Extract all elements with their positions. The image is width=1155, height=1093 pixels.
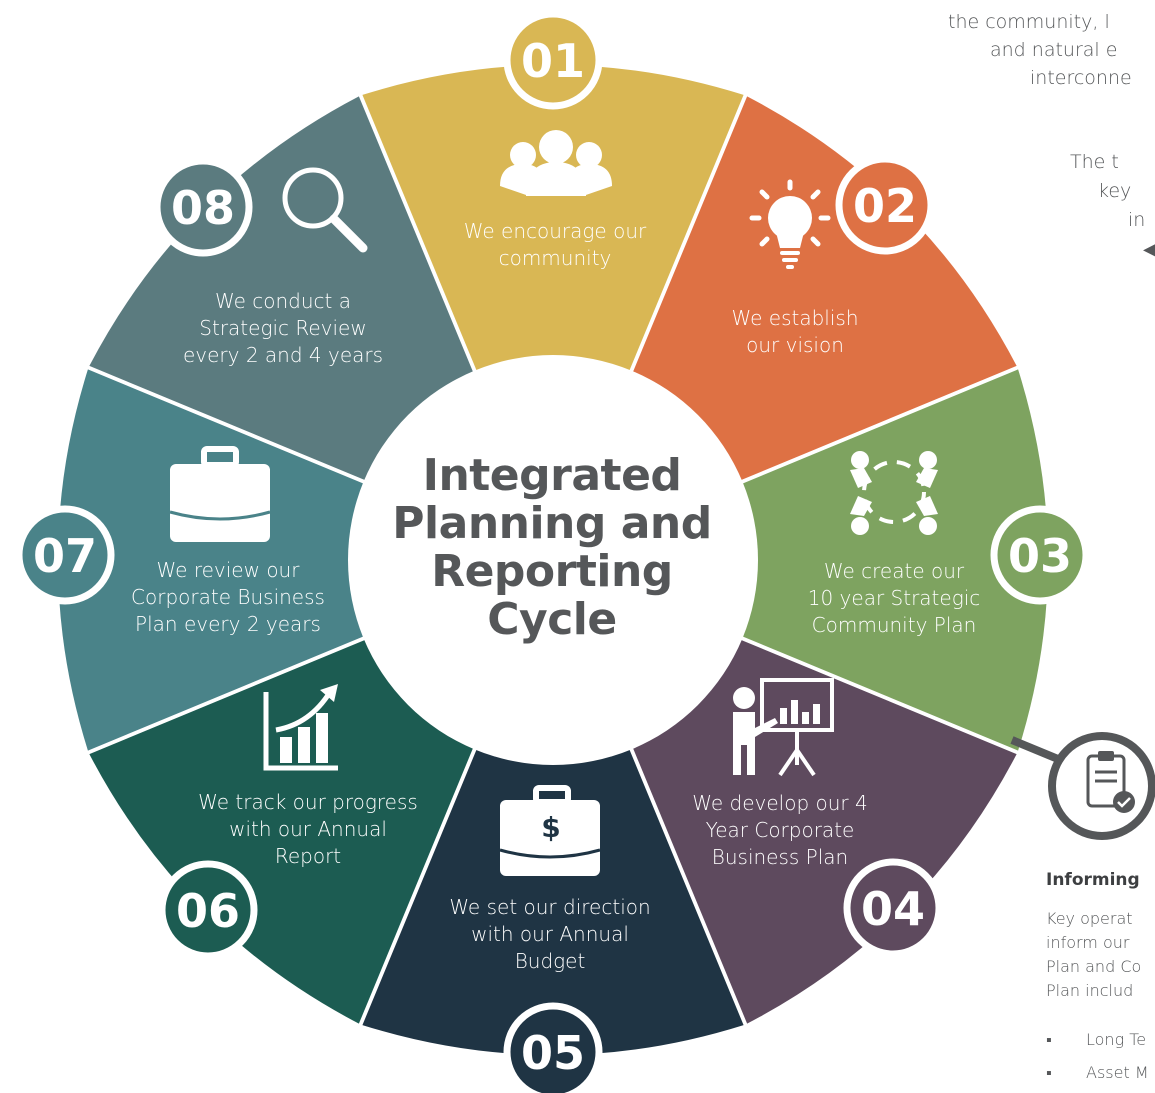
- lightbulb-icon: [749, 179, 831, 269]
- badge-number: 08: [171, 181, 235, 235]
- badge-01: 01: [503, 10, 603, 110]
- informing-heading: Informing: [1046, 870, 1140, 890]
- presentation-icon: [733, 678, 834, 777]
- briefcase-icon: [169, 446, 271, 542]
- bullet-icon: ▪: [1046, 1063, 1052, 1082]
- badge-08: 08: [153, 157, 253, 257]
- center-disc: [348, 355, 758, 765]
- growth-chart-icon: [263, 684, 338, 771]
- badge-number: 07: [33, 529, 97, 583]
- wedge-01: [362, 64, 744, 556]
- badge-number: 03: [1008, 529, 1072, 583]
- badge-06: 06: [158, 860, 258, 960]
- badge-number: 01: [521, 34, 585, 88]
- badge-number: 05: [521, 1026, 585, 1080]
- badge-number: 02: [853, 179, 917, 233]
- round-table-icon: [850, 451, 938, 535]
- badge-04: 04: [843, 858, 943, 958]
- number-badges: 01 02 03 04 05 06 07 08: [15, 10, 1090, 1093]
- money-briefcase-icon: $: [499, 785, 601, 876]
- people-group-icon: [500, 130, 612, 196]
- clipboard-check-icon: [1048, 732, 1155, 840]
- badge-03: 03: [990, 505, 1090, 605]
- badge-05: 05: [503, 1002, 603, 1093]
- informing-list-item: ▪Asset M: [1046, 1063, 1149, 1082]
- left-arrow-icon: ◀: [1143, 239, 1155, 260]
- badge-number: 06: [176, 884, 240, 938]
- badge-07: 07: [15, 505, 115, 605]
- bullet-icon: ▪: [1046, 1030, 1052, 1049]
- informing-list-item: ▪Long Te: [1046, 1030, 1147, 1049]
- magnifier-icon: [282, 167, 368, 253]
- badge-number: 04: [861, 882, 925, 936]
- svg-text:$: $: [541, 811, 560, 844]
- badge-02: 02: [835, 155, 935, 255]
